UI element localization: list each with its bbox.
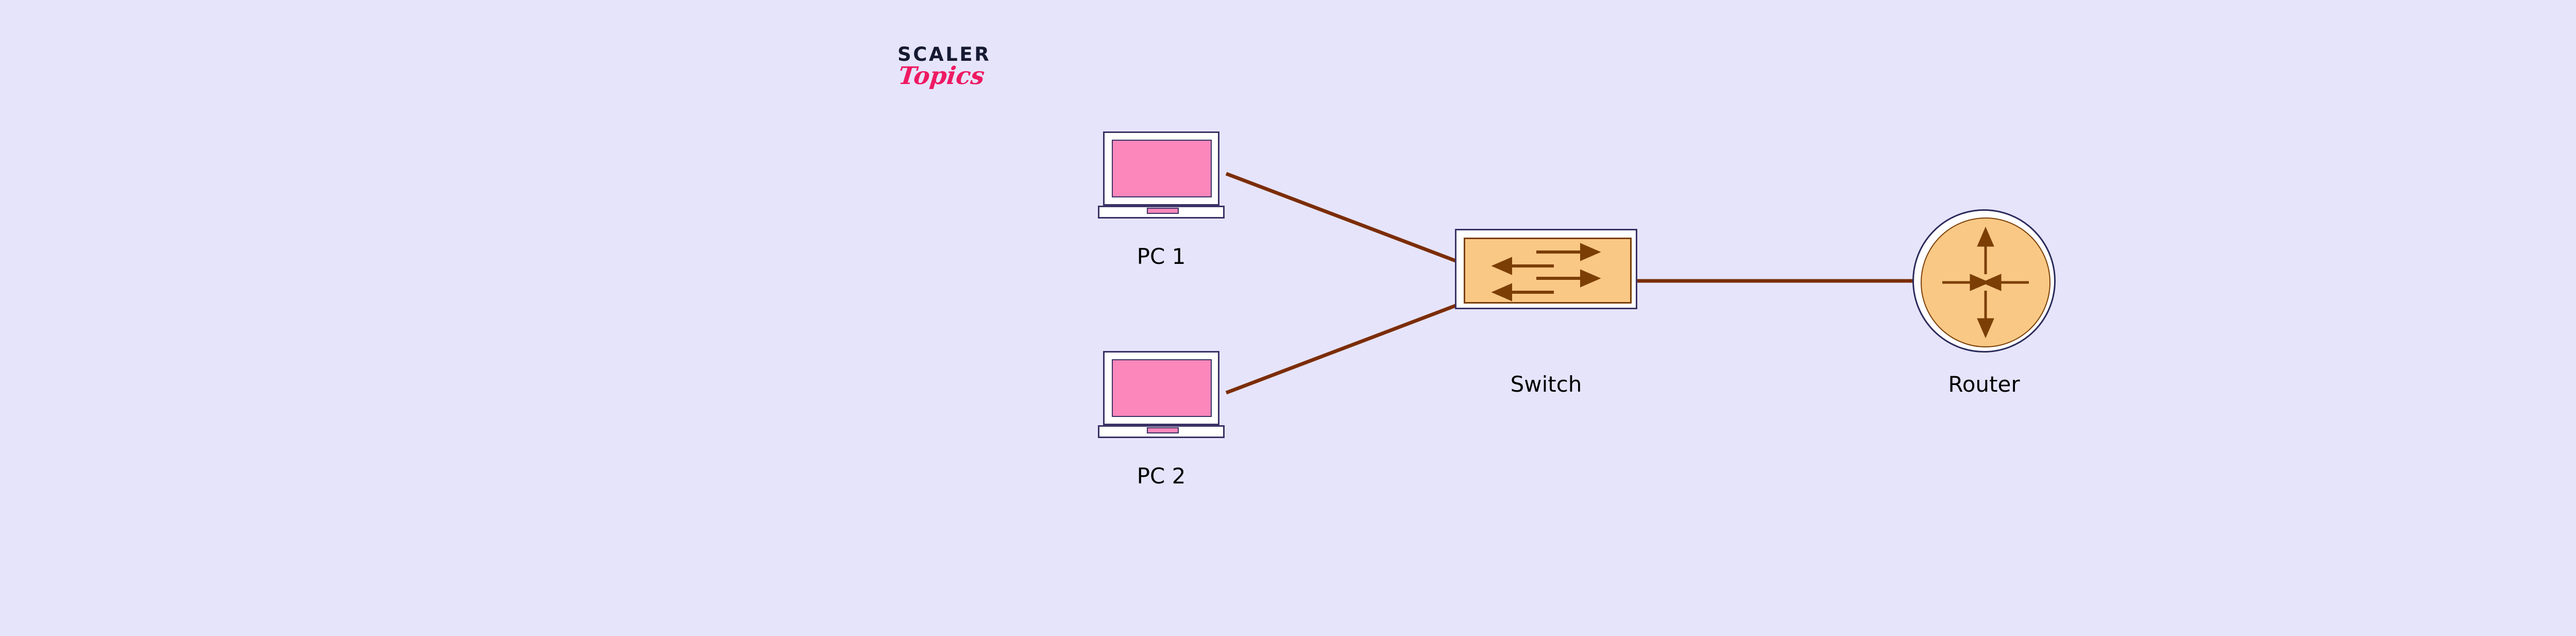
node-label-pc2: PC 2 — [1137, 463, 1186, 489]
laptop-icon — [1103, 131, 1219, 206]
laptop-icon — [1103, 351, 1219, 425]
switch-icon — [1464, 238, 1632, 304]
laptop-screen — [1112, 140, 1212, 197]
laptop-trackpad — [1147, 427, 1179, 433]
node-pc2[interactable] — [1098, 351, 1225, 438]
link-pc1-switch — [1225, 172, 1458, 263]
node-pc1[interactable] — [1098, 131, 1225, 219]
laptop-base — [1098, 425, 1225, 438]
node-label-switch: Switch — [1510, 372, 1582, 397]
node-label-pc1: PC 1 — [1137, 244, 1186, 269]
router-arrows-glyph — [1942, 226, 2029, 339]
router-icon — [1921, 217, 2050, 347]
node-router[interactable] — [1912, 209, 2056, 353]
switch-arrows-glyph — [1491, 243, 1601, 302]
link-pc2-switch — [1225, 303, 1458, 395]
router-frame — [1912, 209, 2056, 353]
laptop-screen — [1112, 359, 1212, 417]
scaler-topics-logo: SCALER Topics — [896, 41, 1051, 108]
switch-frame — [1455, 229, 1637, 309]
brand-name-scaler: SCALER — [897, 43, 991, 65]
node-switch[interactable] — [1455, 229, 1637, 309]
laptop-trackpad — [1147, 208, 1179, 214]
laptop-base — [1098, 206, 1225, 219]
node-label-router: Router — [1948, 372, 2020, 397]
